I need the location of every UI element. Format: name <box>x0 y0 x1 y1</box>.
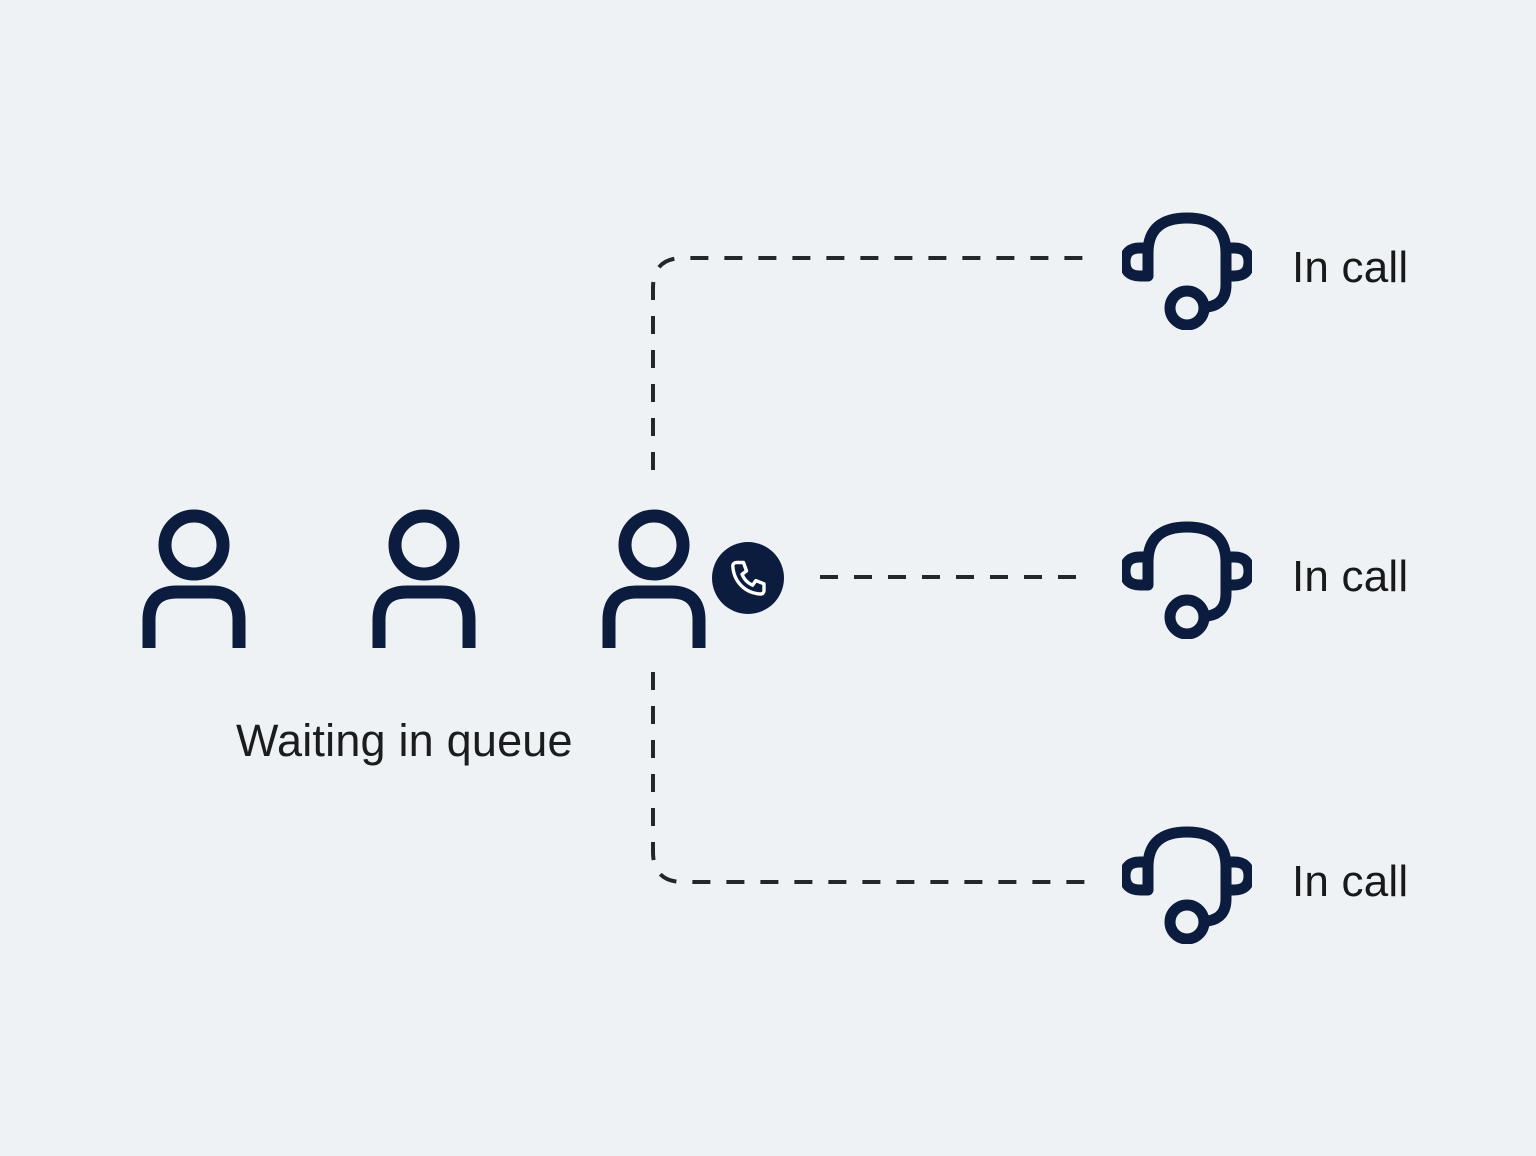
connector-top <box>651 256 1088 470</box>
agent-3[interactable] <box>1119 814 1255 949</box>
connector-bottom <box>651 672 1088 884</box>
headset-icon <box>1119 826 1255 945</box>
agent-1[interactable] <box>1119 200 1255 335</box>
caller-1[interactable] <box>142 508 246 653</box>
person-icon <box>142 509 246 648</box>
agent-3-status-label: In call <box>1292 857 1409 906</box>
person-icon <box>372 509 476 648</box>
caller-2[interactable] <box>372 508 476 653</box>
agent-2-status-label: In call <box>1292 552 1409 601</box>
headset-icon <box>1119 212 1255 331</box>
agent-1-status-label: In call <box>1292 243 1409 292</box>
queue-status-label: Waiting in queue <box>236 715 573 766</box>
caller-3[interactable] <box>602 508 706 653</box>
agent-2[interactable] <box>1119 509 1255 644</box>
active-call-badge[interactable] <box>712 542 784 619</box>
person-icon <box>602 509 706 648</box>
headset-icon <box>1119 521 1255 640</box>
phone-icon <box>712 542 784 614</box>
